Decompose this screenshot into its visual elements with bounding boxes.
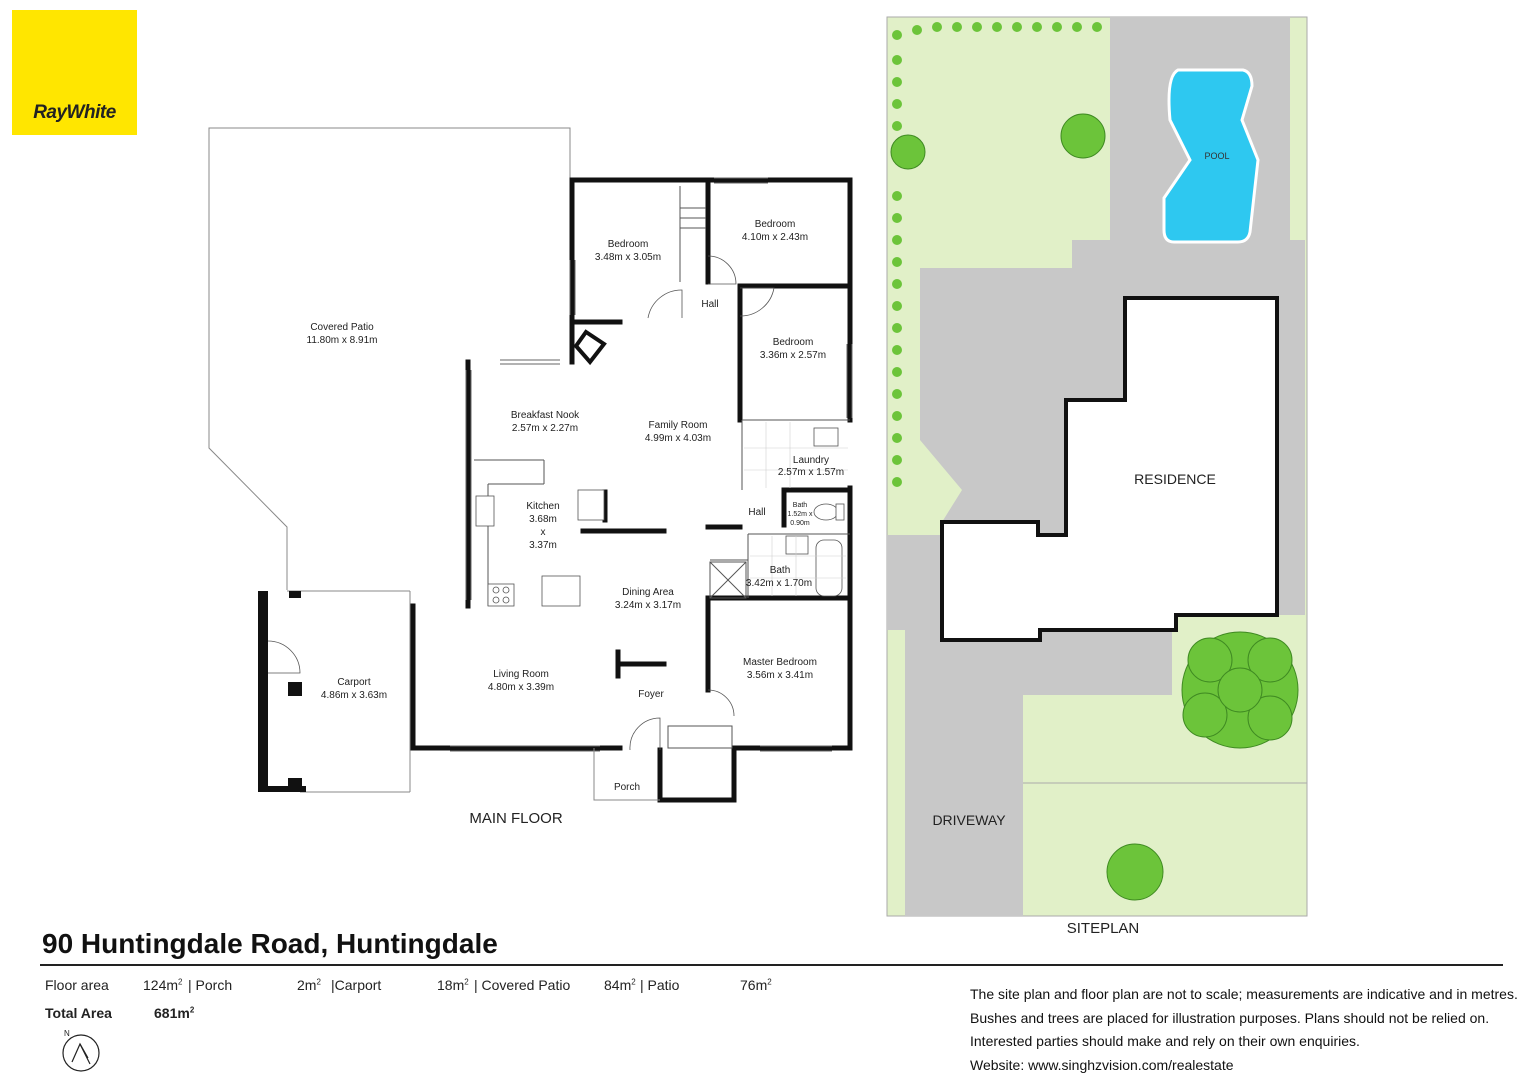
bedroom-4-size: 3.36m x 2.57m	[760, 350, 826, 361]
patio-label: | Patio	[640, 977, 680, 993]
total-area-value: 681m2	[154, 1005, 195, 1021]
driveway-label: DRIVEWAY	[932, 812, 1006, 828]
kitchen-name: Kitchen	[526, 501, 559, 512]
carport-name: Carport	[337, 677, 371, 688]
raywhite-logo: RayWhite	[12, 10, 137, 135]
bath-size: 3.42m x 1.70m	[746, 578, 812, 589]
floor-area-label: Floor area	[45, 977, 109, 993]
kitchen-size-w: 3.68m	[529, 514, 557, 525]
dining-size: 3.24m x 3.17m	[615, 600, 681, 611]
kitchen-size-h: 3.37m	[529, 540, 557, 551]
family-room-size: 4.99m x 4.03m	[645, 433, 711, 444]
north-compass-icon: N	[62, 1029, 100, 1072]
bath-small-name: Bath	[793, 502, 808, 509]
floor-area-value: 124m2	[143, 977, 183, 993]
covered-patio-name: Covered Patio	[310, 322, 374, 333]
total-area-label: Total Area	[45, 1005, 112, 1021]
hedge-row	[892, 22, 1102, 487]
hall-lower-name: Hall	[748, 507, 765, 518]
living-name: Living Room	[493, 669, 549, 680]
foyer-name: Foyer	[638, 689, 664, 700]
covered-patio-value: 84m2	[604, 977, 636, 993]
bedroom-2-size: 3.48m x 3.05m	[595, 252, 661, 263]
compass-north-label: N	[64, 1029, 70, 1038]
master-name: Master Bedroom	[743, 657, 817, 668]
porch-value: 2m2	[297, 977, 321, 993]
residence-label: RESIDENCE	[1134, 471, 1216, 487]
divider	[40, 964, 1503, 966]
porch-name: Porch	[614, 782, 640, 793]
property-address: 90 Huntingdale Road, Huntingdale	[42, 928, 498, 959]
bedroom-3-name: Bedroom	[755, 219, 796, 230]
patio-value: 76m2	[740, 977, 772, 993]
porch-label: | Porch	[188, 977, 233, 993]
pool-label: POOL	[1204, 151, 1229, 161]
laundry-name: Laundry	[793, 455, 829, 466]
siteplan-heading: SITEPLAN	[1067, 920, 1140, 937]
master-size: 3.56m x 3.41m	[747, 670, 813, 681]
website-link[interactable]: Website: www.singhzvision.com/realestate	[970, 1056, 1234, 1073]
trees	[890, 113, 1299, 901]
covered-patio-label: | Covered Patio	[474, 977, 571, 993]
floor-plan-heading: MAIN FLOOR	[469, 810, 563, 827]
bath-name: Bath	[770, 565, 791, 576]
bath-small-size-w: 1.52m x	[788, 511, 813, 518]
covered-patio-size: 11.80m x 8.91m	[307, 335, 378, 346]
disclaimer-line: The site plan and floor plan are not to …	[970, 986, 1518, 1002]
kitchen-size-x: x	[541, 527, 546, 538]
bedroom-2-name: Bedroom	[608, 239, 649, 250]
bedroom-3-size: 4.10m x 2.43m	[742, 232, 808, 243]
laundry-size: 2.57m x 1.57m	[778, 467, 844, 478]
disclaimer-line: Interested parties should make and rely …	[970, 1033, 1360, 1049]
logo-text: RayWhite	[33, 102, 116, 123]
dining-name: Dining Area	[622, 587, 674, 598]
disclaimer: The site plan and floor plan are not to …	[970, 983, 1520, 1077]
bedroom-4-name: Bedroom	[773, 337, 814, 348]
carport-size: 4.86m x 3.63m	[321, 690, 387, 701]
breakfast-nook-size: 2.57m x 2.27m	[512, 423, 578, 434]
family-room-name: Family Room	[649, 420, 708, 431]
breakfast-nook-name: Breakfast Nook	[511, 410, 580, 421]
bath-small-size-h: 0.90m	[790, 520, 810, 527]
living-size: 4.80m x 3.39m	[488, 682, 554, 693]
carport-value: 18m2	[437, 977, 469, 993]
carport-label: |Carport	[331, 977, 382, 993]
hall-upper-name: Hall	[701, 299, 718, 310]
disclaimer-line: Bushes and trees are placed for illustra…	[970, 1009, 1490, 1026]
